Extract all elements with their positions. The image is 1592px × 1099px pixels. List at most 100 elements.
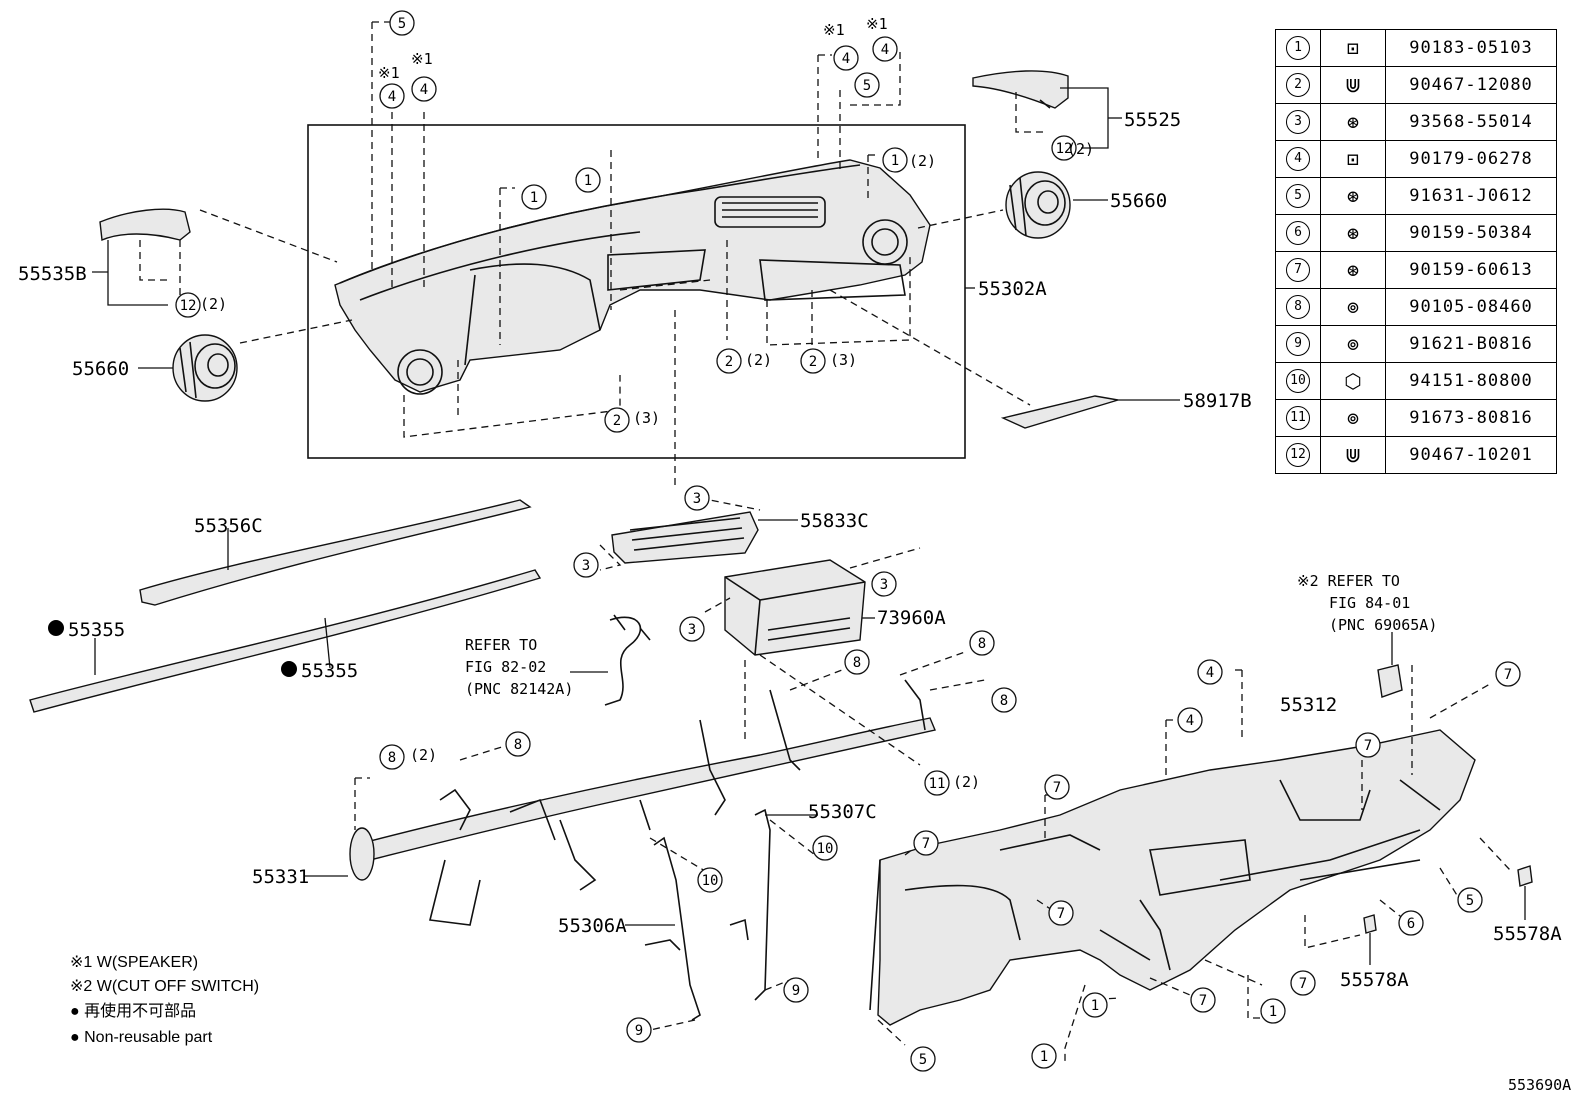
svg-text:4: 4 bbox=[842, 51, 850, 67]
mark-w1-d: ※1 bbox=[866, 15, 888, 33]
screw-icon: ⊛ bbox=[1320, 177, 1386, 215]
callout-6: 6 bbox=[1398, 910, 1424, 936]
legend-number-text: 5 bbox=[1286, 184, 1310, 208]
callout-1: 1 bbox=[575, 167, 601, 193]
screw-icon: ⊛ bbox=[1320, 214, 1386, 252]
legend-part-number: 90467-12080 bbox=[1385, 66, 1557, 104]
svg-text:10: 10 bbox=[702, 873, 719, 889]
callout-4: 4 bbox=[411, 76, 437, 102]
part-cover-55535b bbox=[99, 208, 191, 242]
callout-4: 4 bbox=[1177, 707, 1203, 733]
clip-nut-icon: ⊡ bbox=[1346, 147, 1360, 171]
legend-part-number: 90159-60613 bbox=[1385, 251, 1557, 289]
legend-number: 5 bbox=[1275, 177, 1321, 215]
callout-4: 4 bbox=[379, 83, 405, 109]
callout-2: 2 bbox=[800, 348, 826, 374]
legend-part-number: 91631-J0612 bbox=[1385, 177, 1557, 215]
screw-icon: ⊛ bbox=[1346, 258, 1360, 282]
callout-3: 3 bbox=[573, 552, 599, 578]
callout-10: 10 bbox=[812, 835, 838, 861]
svg-text:5: 5 bbox=[1466, 893, 1474, 909]
cut-off-switch bbox=[1377, 664, 1403, 698]
legend-number-text: 7 bbox=[1286, 258, 1310, 282]
svg-text:7: 7 bbox=[1364, 738, 1372, 754]
svg-text:3: 3 bbox=[688, 622, 696, 638]
part-strip-55356c bbox=[139, 499, 532, 606]
ref-fig84-line1: ※2 REFER TO bbox=[1297, 572, 1400, 590]
svg-text:1: 1 bbox=[891, 153, 899, 169]
label-55307c: 55307C bbox=[808, 801, 877, 823]
svg-text:7: 7 bbox=[922, 836, 930, 852]
legend-number-text: 12 bbox=[1286, 443, 1310, 467]
ref-fig82-line3: (PNC 82142A) bbox=[465, 680, 573, 698]
instrument-panel-upper-pad bbox=[334, 159, 931, 393]
callout-7: 7 bbox=[1290, 970, 1316, 996]
svg-text:7: 7 bbox=[1504, 667, 1512, 683]
label-55356c: 55356C bbox=[194, 515, 263, 537]
svg-text:4: 4 bbox=[1186, 713, 1194, 729]
label-55331: 55331 bbox=[252, 866, 309, 888]
clip-55578a-center bbox=[1363, 914, 1377, 934]
bolt-icon: ⊚ bbox=[1346, 332, 1360, 356]
svg-text:4: 4 bbox=[881, 42, 889, 58]
label-55578a-center: 55578A bbox=[1340, 969, 1409, 991]
callout-7: 7 bbox=[1044, 774, 1070, 800]
callout-8: 8 bbox=[505, 731, 531, 757]
svg-text:8: 8 bbox=[1000, 693, 1008, 709]
legend-part-number: 90179-06278 bbox=[1385, 140, 1557, 178]
nut-icon: ⬡ bbox=[1344, 369, 1362, 393]
svg-text:12: 12 bbox=[1056, 141, 1073, 157]
svg-text:1: 1 bbox=[1091, 998, 1099, 1014]
ref-fig84-line3: (PNC 69065A) bbox=[1329, 616, 1437, 634]
legend-row: 8⊚90105-08460 bbox=[1275, 288, 1557, 326]
callout-11: 11 bbox=[924, 770, 950, 796]
callout-2: 2 bbox=[716, 348, 742, 374]
svg-text:9: 9 bbox=[635, 1023, 643, 1039]
callout-1: 1 bbox=[1082, 992, 1108, 1018]
label-58917b: 58917B bbox=[1183, 390, 1252, 412]
part-airbag-73960a bbox=[724, 559, 866, 656]
svg-text:1: 1 bbox=[1040, 1049, 1048, 1065]
svg-text:8: 8 bbox=[388, 750, 396, 766]
footnote-non-reusable-en: ● Non-reusable part bbox=[70, 1029, 213, 1046]
mark-w1-a: ※1 bbox=[378, 64, 400, 82]
qty-2-c: (3) bbox=[633, 409, 660, 427]
legend-part-number: 91621-B0816 bbox=[1385, 325, 1557, 363]
part-strip-55355 bbox=[29, 569, 542, 713]
label-55660-right: 55660 bbox=[1110, 190, 1167, 212]
figure-code: 553690A bbox=[1508, 1076, 1571, 1094]
svg-text:1: 1 bbox=[1269, 1004, 1277, 1020]
svg-text:4: 4 bbox=[388, 89, 396, 105]
legend-row: 4 ⊡ 90179-06278 bbox=[1275, 140, 1557, 178]
bolt-icon: ⊚ bbox=[1320, 288, 1386, 326]
clip-nut-icon: ⊡ bbox=[1320, 140, 1386, 178]
svg-text:2: 2 bbox=[809, 354, 817, 370]
non-reusable-mark bbox=[48, 620, 64, 636]
callout-7: 7 bbox=[1495, 661, 1521, 687]
legend-row: 3⊛93568-55014 bbox=[1275, 103, 1557, 141]
footnote-w2: ※2 W(CUT OFF SWITCH) bbox=[70, 978, 259, 995]
label-55355-a: 55355 bbox=[68, 619, 125, 641]
legend-part-number: 90159-50384 bbox=[1385, 214, 1557, 252]
mark-w1-c: ※1 bbox=[823, 21, 845, 39]
wire-harness bbox=[604, 614, 651, 706]
callout-1: 1 bbox=[882, 147, 908, 173]
part-reinforcement-55331 bbox=[349, 679, 936, 926]
qty-12-55535b: (2) bbox=[200, 295, 227, 313]
bolt-icon: ⊚ bbox=[1320, 325, 1386, 363]
callout-7: 7 bbox=[1190, 987, 1216, 1013]
screw-icon: ⊛ bbox=[1320, 251, 1386, 289]
callout-8: 8 bbox=[991, 687, 1017, 713]
ref-fig82-line1: REFER TO bbox=[465, 636, 537, 654]
svg-text:8: 8 bbox=[978, 636, 986, 652]
callout-7: 7 bbox=[1355, 732, 1381, 758]
part-vent-55660-left bbox=[172, 334, 238, 402]
legend-part-number: 93568-55014 bbox=[1385, 103, 1557, 141]
svg-text:5: 5 bbox=[398, 16, 406, 32]
callout-8: 8 bbox=[844, 649, 870, 675]
legend-number: 4 bbox=[1275, 140, 1321, 178]
legend-number: 9 bbox=[1275, 325, 1321, 363]
legend-number-text: 10 bbox=[1286, 369, 1310, 393]
